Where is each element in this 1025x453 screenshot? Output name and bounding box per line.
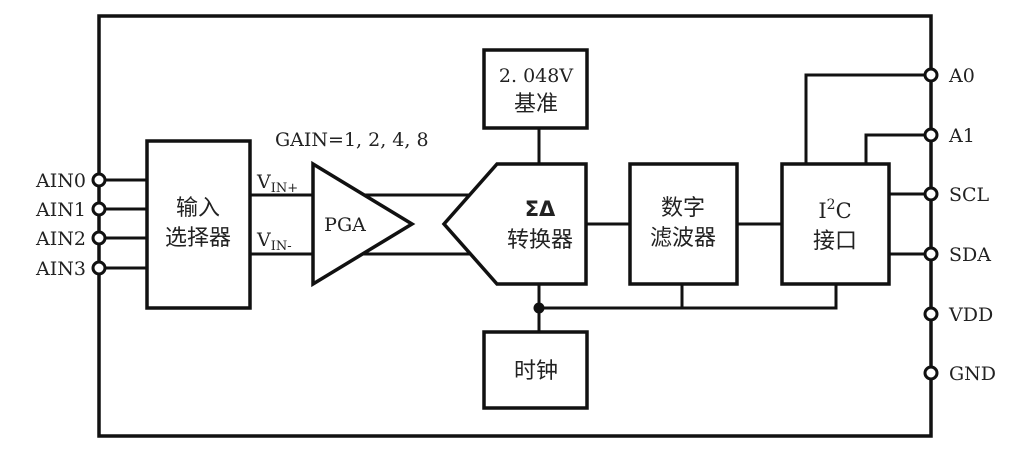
gain-label: GAIN=1, 2, 4, 8 [275,129,429,151]
pin-ain0 [91,172,107,188]
vin-minus-label: VIN- [256,229,292,254]
pin-gnd [923,365,939,381]
pin-ain1 [91,201,107,217]
a0-wire [804,73,933,166]
mux-label-line2: 选择器 [165,226,231,251]
i2c-block: I2C 接口 [780,162,891,286]
digital-filter-block: 数字 滤波器 [628,162,739,286]
left-pins: AIN0 AIN1 AIN2 AIN3 [35,170,107,280]
pin-label-ain1: AIN1 [35,199,86,221]
pin-label-a1: A1 [948,125,975,147]
digital-filter-box [628,162,739,286]
pga-block: PGA [311,160,416,288]
adc-shape [441,162,588,286]
i2c-label-line2: 接口 [813,229,857,254]
reference-block: 2. 048V 基准 [482,48,589,130]
input-mux-box [145,139,252,310]
pin-label-ain0: AIN0 [35,170,86,192]
pin-label-ain3: AIN3 [35,258,86,280]
i2c-label: I2C [818,197,851,223]
vin-plus-label: VIN+ [256,171,298,196]
adc-sigma-delta-label: ΣΔ [525,197,556,221]
pin-a1 [923,127,939,143]
a1-wire [864,133,933,166]
pin-vdd [923,306,939,322]
pin-label-scl: SCL [949,184,990,206]
reference-box [482,48,589,130]
filter-label-line2: 滤波器 [650,226,716,251]
pga-label: PGA [324,214,366,236]
pin-label-a0: A0 [948,65,975,87]
i2c-box [780,162,891,286]
pin-label-sda: SDA [949,244,991,266]
pin-ain3 [91,260,107,276]
clock-label: 时钟 [514,359,558,384]
pin-label-gnd: GND [949,363,996,385]
analog-input-wires [97,178,149,270]
reference-label: 基准 [514,92,558,117]
chip-outline [97,14,933,438]
clock-box [482,330,589,410]
junction-dot [533,302,545,314]
pin-label-vdd: VDD [948,304,993,326]
input-mux-block: 输入 选择器 [145,139,252,310]
clock-block: 时钟 [482,330,589,410]
filter-label-line1: 数字 [661,196,705,221]
pga-triangle [311,160,416,288]
adc-block: ΣΔ 转换器 [441,162,588,286]
clock-bus [533,282,838,334]
pin-scl [923,186,939,202]
mux-label-line1: 输入 [176,196,220,221]
right-pins: A0 A1 SCL SDA VDD GND [923,65,996,385]
reference-voltage-label: 2. 048V [499,65,573,87]
pin-sda [923,246,939,262]
pin-ain2 [91,230,107,246]
pin-label-ain2: AIN2 [35,228,86,250]
pin-a0 [923,67,939,83]
adc-label: 转换器 [507,228,573,253]
